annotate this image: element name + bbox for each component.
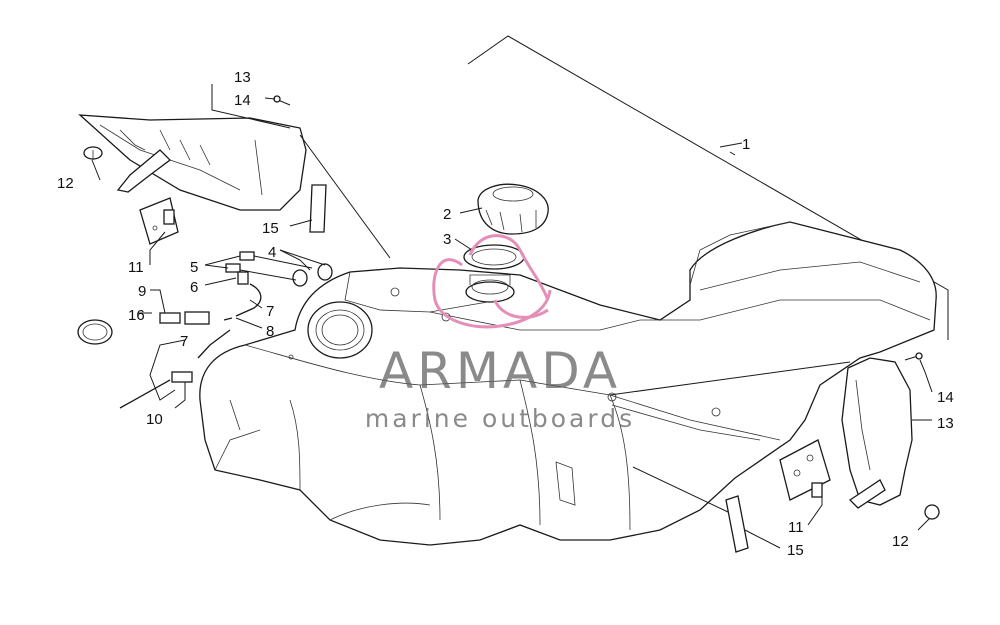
callout-8: 8 — [266, 323, 274, 340]
left-mount-bracket — [139, 197, 179, 245]
assembly-bracket — [467, 35, 949, 340]
right-mount-bracket — [779, 439, 831, 501]
watermark-brand: ARMADA — [379, 342, 621, 400]
callout-labels: 1 2 3 4 5 6 7 7 8 9 10 11 11 12 12 13 13… — [57, 69, 954, 559]
callout-11b: 11 — [788, 519, 804, 536]
callout-7b: 7 — [180, 333, 188, 350]
fuel-cap — [477, 183, 549, 235]
callout-7a: 7 — [266, 303, 274, 320]
callout-14a: 14 — [234, 92, 251, 109]
screw-right — [904, 352, 923, 361]
callout-15a: 15 — [262, 220, 279, 237]
screw-top-left — [273, 95, 291, 106]
retaining-clip — [77, 319, 113, 345]
callout-9: 9 — [138, 283, 146, 300]
callout-16: 16 — [128, 307, 145, 324]
grommet-left — [83, 146, 103, 160]
callout-13a: 13 — [234, 69, 251, 86]
callout-15b: 15 — [787, 542, 804, 559]
callout-3: 3 — [443, 231, 451, 248]
fuel-tank — [199, 221, 937, 546]
callout-6: 6 — [190, 279, 198, 296]
armada-logo: ARMADA marine outboards — [365, 234, 635, 433]
callout-2: 2 — [443, 206, 451, 223]
callout-14b: 14 — [937, 389, 954, 406]
callout-10: 10 — [146, 411, 163, 428]
callout-1: 1 — [742, 136, 750, 153]
callout-12b: 12 — [892, 533, 909, 550]
callout-12a: 12 — [57, 175, 74, 192]
leader-lines — [91, 84, 933, 549]
grommet-right — [924, 504, 940, 520]
left-shield-panel — [78, 114, 307, 211]
callout-5: 5 — [190, 259, 198, 276]
callout-13b: 13 — [937, 415, 954, 432]
foam-strips — [309, 184, 749, 553]
hoses — [119, 283, 262, 409]
washers — [292, 263, 333, 287]
check-valves — [159, 311, 210, 383]
callout-4: 4 — [268, 244, 276, 261]
watermark-tagline: marine outboards — [365, 404, 635, 433]
callout-11a: 11 — [128, 259, 144, 276]
right-shield-panel — [841, 357, 913, 509]
